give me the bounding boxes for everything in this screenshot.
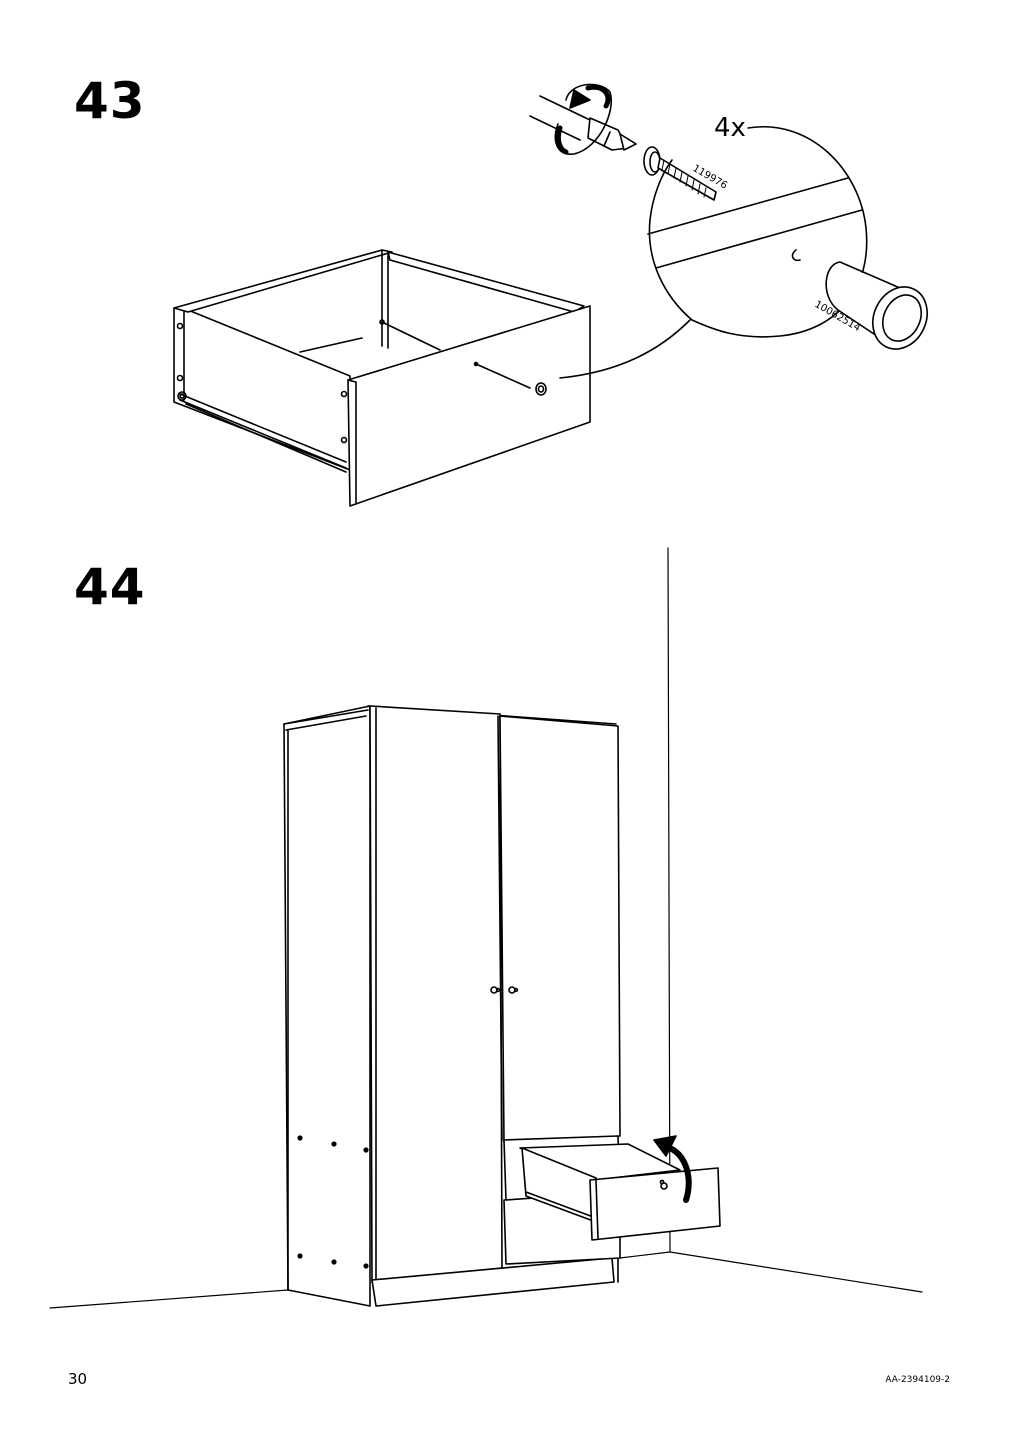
step-number-44: 44 — [74, 558, 146, 616]
room-corner — [49, 547, 923, 1309]
document-code: AA-2394109-2 — [885, 1375, 950, 1385]
drawer-illustration — [173, 249, 691, 507]
quantity-label: 4x — [714, 113, 746, 143]
screwdriver-icon — [529, 83, 637, 155]
detail-callout — [647, 125, 928, 350]
page-number: 30 — [68, 1370, 88, 1388]
step-number-43: 43 — [74, 72, 146, 130]
screw-icon — [643, 146, 717, 201]
drawer-insert-illustration — [503, 1135, 721, 1241]
wardrobe-illustration — [283, 705, 621, 1307]
